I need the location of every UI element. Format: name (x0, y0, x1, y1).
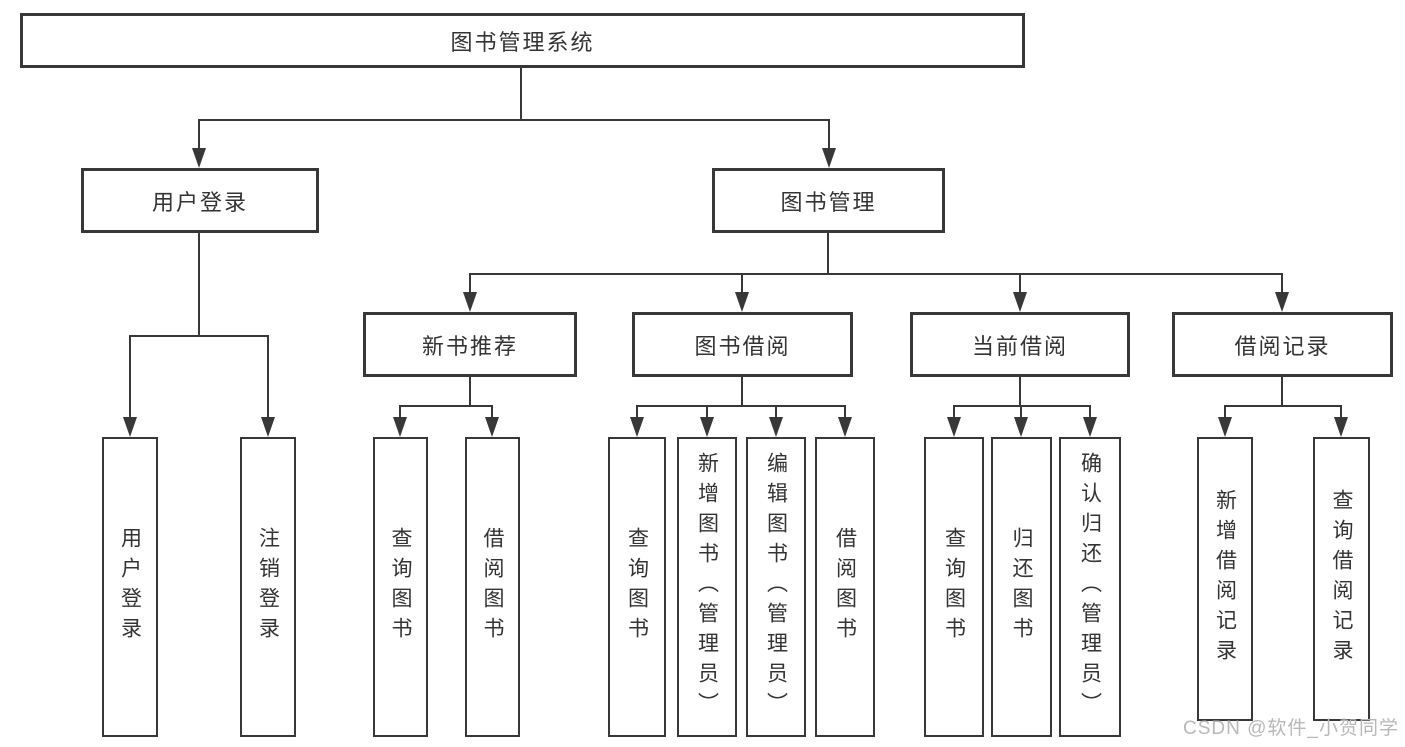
node-borrow-records: 借阅记录 (1172, 312, 1393, 377)
arrow-br-child-1 (1334, 417, 1348, 437)
connector-to-book-borrow (741, 273, 743, 294)
connector-user-login-stem (198, 231, 200, 337)
connector-bb-child-3 (844, 405, 846, 419)
leaf-br-query-record-label: 查询借阅记录 (1330, 489, 1353, 669)
leaf-bb-query-books-label: 查询图书 (625, 527, 649, 647)
leaf-bb-edit-books-admin: 编辑图书（管理员） (746, 437, 806, 737)
arrow-to-book-borrow (735, 292, 749, 312)
arrow-cb-child-2 (1083, 417, 1097, 437)
connector-root-stem (520, 66, 522, 119)
connector-user-login-split (130, 335, 269, 337)
leaf-cb-confirm-return-admin: 确认归还（管理员） (1059, 437, 1121, 737)
connector-cb-child-2 (1089, 405, 1091, 419)
arrow-bb-child-3 (838, 417, 852, 437)
connector-to-book-mgmt (828, 119, 830, 150)
arrow-nb-child-1 (485, 417, 499, 437)
node-borrow-records-label: 借阅记录 (1234, 333, 1331, 359)
leaf-bb-query-books: 查询图书 (608, 437, 666, 737)
leaf-cb-confirm-return-admin-label: 确认归还（管理员） (1078, 452, 1102, 722)
arrow-br-child-0 (1218, 417, 1232, 437)
leaf-bb-borrow-books: 借阅图书 (815, 437, 875, 737)
connector-new-books-split (400, 405, 493, 407)
leaf-bb-add-books-admin-label: 新增图书（管理员） (695, 452, 719, 722)
leaf-bb-edit-books-admin-label: 编辑图书（管理员） (764, 452, 788, 722)
leaf-cb-return-books-label: 归还图书 (1010, 527, 1033, 647)
connector-new-books-stem (469, 375, 471, 407)
node-new-books: 新书推荐 (363, 312, 577, 377)
connector-current-borrow-stem (1019, 375, 1021, 407)
node-root: 图书管理系统 (20, 13, 1025, 68)
arrow-to-borrow-records (1275, 292, 1289, 312)
leaf-nb-borrow-books: 借阅图书 (465, 437, 520, 737)
node-book-mgmt-label: 图书管理 (780, 189, 877, 215)
leaf-br-add-record-label: 新增借阅记录 (1213, 489, 1237, 669)
leaf-logout-label: 注销登录 (256, 527, 280, 647)
connector-to-user-login (198, 119, 200, 150)
leaf-nb-borrow-books-label: 借阅图书 (481, 527, 504, 647)
connector-nb-child-1 (491, 405, 493, 419)
node-current-borrow: 当前借阅 (910, 312, 1130, 377)
arrow-to-login-leaf (123, 417, 137, 437)
connector-nb-child-0 (399, 405, 401, 419)
arrow-bb-child-1 (700, 417, 714, 437)
leaf-cb-return-books: 归还图书 (991, 437, 1052, 737)
connector-root-split (199, 119, 830, 121)
leaf-br-query-record: 查询借阅记录 (1313, 437, 1370, 721)
connector-bb-child-2 (775, 405, 777, 419)
leaf-user-login-label: 用户登录 (118, 527, 142, 647)
arrow-nb-child-0 (393, 417, 407, 437)
node-current-borrow-label: 当前借阅 (971, 333, 1068, 359)
csdn-watermark: CSDN @软件_小贺同学 (1183, 718, 1399, 739)
node-new-books-label: 新书推荐 (421, 333, 518, 359)
connector-br-child-0 (1224, 405, 1226, 419)
connector-to-borrow-records (1281, 273, 1283, 294)
connector-to-logout-leaf (267, 335, 269, 419)
node-book-borrow-label: 图书借阅 (694, 333, 791, 359)
connector-cb-child-1 (1020, 405, 1022, 419)
leaf-user-login: 用户登录 (102, 437, 158, 737)
connector-bb-child-0 (636, 405, 638, 419)
connector-book-mgmt-split (470, 273, 1283, 275)
connector-to-login-leaf (129, 335, 131, 419)
connector-bb-child-1 (706, 405, 708, 419)
connector-br-child-1 (1340, 405, 1342, 419)
arrow-to-book-mgmt (822, 148, 836, 168)
leaf-bb-borrow-books-label: 借阅图书 (833, 527, 857, 647)
arrow-to-current-borrow (1013, 292, 1027, 312)
arrow-bb-child-2 (769, 417, 783, 437)
leaf-cb-query-books: 查询图书 (924, 437, 984, 737)
node-user-login: 用户登录 (81, 168, 319, 233)
node-user-login-label: 用户登录 (151, 189, 248, 215)
leaf-cb-query-books-label: 查询图书 (942, 527, 966, 647)
connector-book-borrow-split (637, 405, 846, 407)
leaf-nb-query-books-label: 查询图书 (389, 527, 412, 647)
arrow-to-logout-leaf (261, 417, 275, 437)
connector-to-current-borrow (1019, 273, 1021, 294)
leaf-br-add-record: 新增借阅记录 (1197, 437, 1253, 721)
connector-current-borrow-split (954, 405, 1091, 407)
arrow-cb-child-0 (947, 417, 961, 437)
arrow-to-new-books (463, 292, 477, 312)
arrow-bb-child-0 (630, 417, 644, 437)
connector-to-new-books (469, 273, 471, 294)
connector-cb-child-0 (953, 405, 955, 419)
node-root-label: 图书管理系统 (450, 29, 595, 55)
leaf-nb-query-books: 查询图书 (373, 437, 428, 737)
node-book-borrow: 图书借阅 (632, 312, 853, 377)
connector-book-borrow-stem (741, 375, 743, 407)
arrow-to-user-login (192, 148, 206, 168)
connector-borrow-records-stem (1281, 375, 1283, 407)
leaf-logout: 注销登录 (240, 437, 296, 737)
node-book-mgmt: 图书管理 (712, 168, 945, 233)
connector-borrow-records-split (1225, 405, 1342, 407)
leaf-bb-add-books-admin: 新增图书（管理员） (677, 437, 737, 737)
arrow-cb-child-1 (1014, 417, 1028, 437)
connector-book-mgmt-stem (827, 231, 829, 275)
